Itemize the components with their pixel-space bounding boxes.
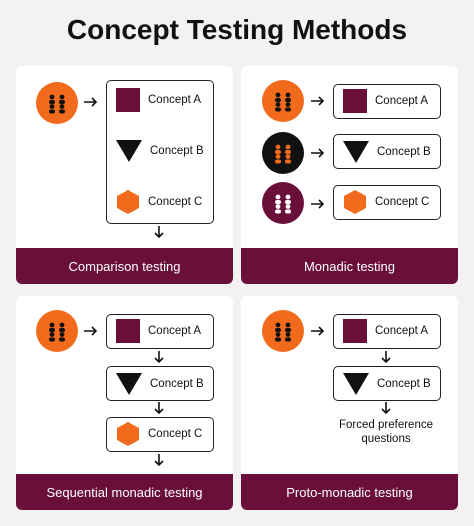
triangle-shape: [343, 373, 369, 395]
concept-label: Concept C: [375, 196, 430, 208]
panel-sequential: Concept A Concept B Concept C Sequential…: [16, 296, 233, 510]
concept-c: Concept C: [116, 421, 202, 447]
square-shape: [116, 88, 140, 112]
arrow-right-icon: [84, 97, 98, 107]
hexagon-shape: [117, 422, 139, 446]
arrow-down-icon: [381, 402, 391, 415]
concept-box: [333, 366, 441, 401]
panel-footer: Comparison testing: [16, 248, 233, 284]
people-group-icon: [36, 82, 78, 124]
arrow-right-icon: [311, 199, 325, 209]
concept-label: Concept B: [150, 145, 204, 157]
square-shape: [343, 319, 367, 343]
forced-preference-note: Forced preference questions: [339, 419, 433, 445]
people-group-icon: [262, 182, 304, 224]
arrow-down-icon: [154, 351, 164, 364]
concept-c: Concept C: [343, 189, 429, 215]
panel-footer: Monadic testing: [241, 248, 458, 284]
arrow-down-icon: [154, 226, 164, 239]
arrow-right-icon: [311, 326, 325, 336]
triangle-shape: [116, 140, 142, 162]
concept-a: Concept A: [343, 89, 428, 113]
concept-label: Concept A: [148, 94, 202, 106]
concept-label: Concept A: [375, 95, 429, 107]
arrow-right-icon: [311, 148, 325, 158]
panel-proto: Concept A Concept B Forced preference qu…: [241, 296, 458, 510]
square-shape: [343, 89, 367, 113]
concept-label: Concept C: [148, 196, 203, 208]
concept-box: [106, 366, 214, 401]
arrow-down-icon: [381, 351, 391, 364]
concept-c: Concept C: [116, 189, 202, 215]
concept-label: Concept B: [377, 146, 431, 158]
panel-footer: Proto-monadic testing: [241, 474, 458, 510]
concept-label: Concept C: [148, 428, 203, 440]
concept-a: Concept A: [343, 319, 428, 343]
arrow-down-icon: [154, 402, 164, 415]
concept-b: Concept B: [116, 373, 204, 395]
people-group-icon: [36, 310, 78, 352]
triangle-shape: [343, 141, 369, 163]
concept-label: Concept A: [375, 325, 429, 337]
arrow-down-icon: [154, 454, 164, 467]
people-group-icon: [262, 80, 304, 122]
hexagon-shape: [117, 190, 139, 214]
concept-a: Concept A: [116, 319, 201, 343]
arrow-right-icon: [84, 326, 98, 336]
concept-label: Concept B: [377, 378, 431, 390]
concept-b: Concept B: [343, 373, 431, 395]
concept-b: Concept B: [343, 141, 431, 163]
square-shape: [116, 319, 140, 343]
people-group-icon: [262, 132, 304, 174]
hexagon-shape: [344, 190, 366, 214]
concept-b: Concept B: [116, 140, 204, 162]
triangle-shape: [116, 373, 142, 395]
panel-comparison: Concept A Concept B Concept C Comparison…: [16, 66, 233, 284]
panel-footer: Sequential monadic testing: [16, 474, 233, 510]
concept-label: Concept B: [150, 378, 204, 390]
concept-a: Concept A: [116, 88, 201, 112]
panel-monadic: Concept A Concept B Concept C Monadic te…: [241, 66, 458, 284]
page-title: Concept Testing Methods: [66, 14, 408, 45]
concept-label: Concept A: [148, 325, 202, 337]
arrow-right-icon: [311, 96, 325, 106]
people-group-icon: [262, 310, 304, 352]
